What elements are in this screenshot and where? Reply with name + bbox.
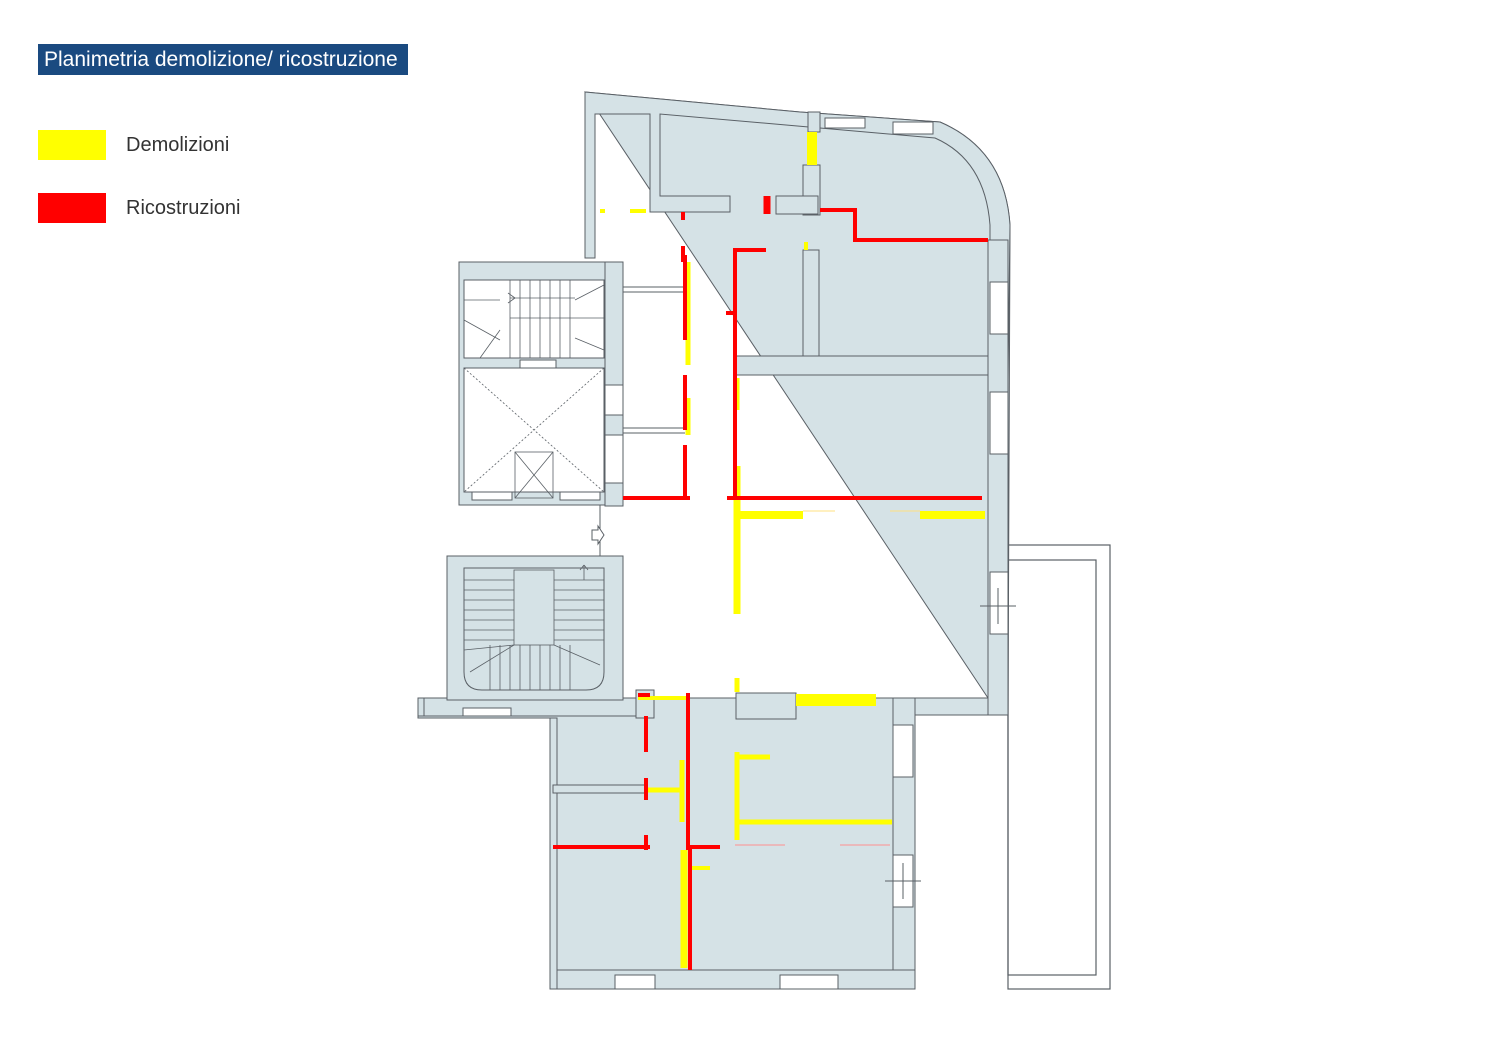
entrance-arrow-icon [591,524,605,546]
windows [462,117,1009,990]
legend-swatch-demolition [38,130,106,160]
lower-stairs [463,564,604,690]
building-walls [417,91,1011,990]
section-marks [885,588,1016,899]
legend-label-demolition: Demolizioni [126,134,230,156]
demolition-walls [600,132,985,968]
reconstruction-walls [553,196,988,970]
faded-lines [735,510,920,846]
upper-stairs [463,279,605,359]
interior-lines [553,286,685,794]
terrace [1007,544,1111,990]
page-title: Planimetria demolizione/ ricostruzione [38,44,408,75]
legend-label-reconstruction: Ricostruzioni [126,197,241,219]
elevator-shaft [463,367,605,499]
legend-swatch-reconstruction [38,193,106,223]
